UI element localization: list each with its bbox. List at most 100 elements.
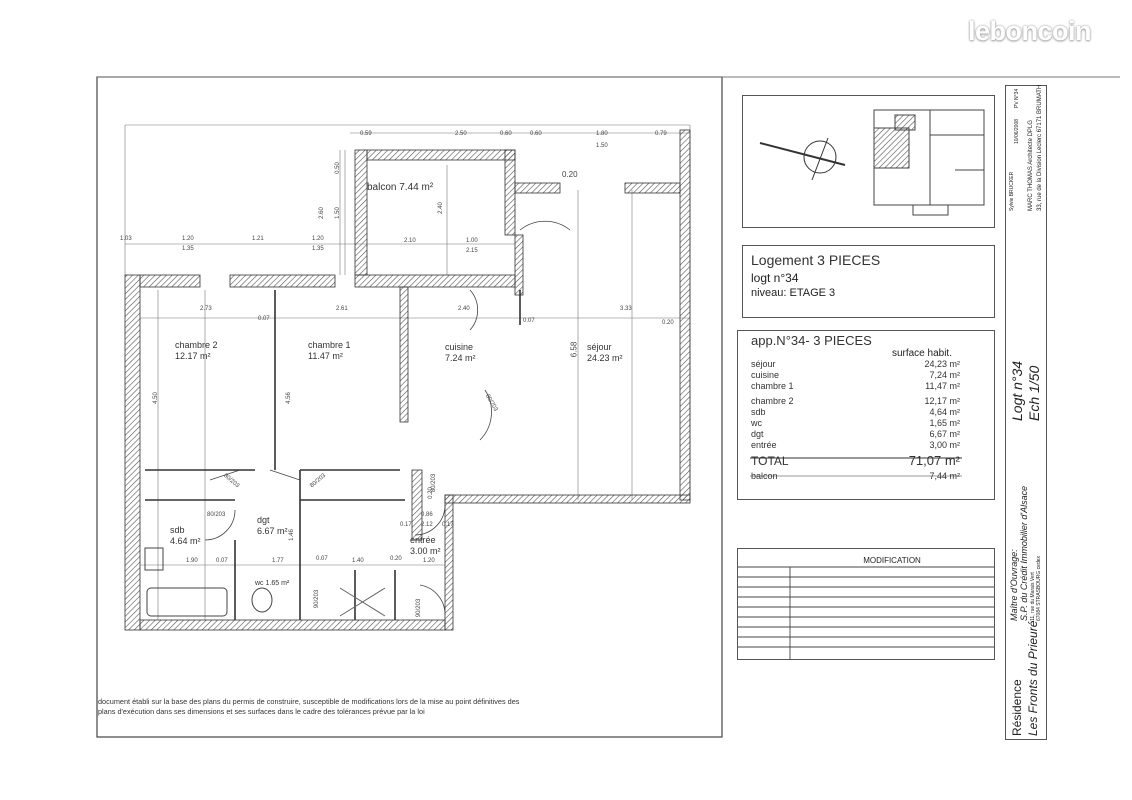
dimension: 0.60 xyxy=(500,131,512,137)
dimension: 1.21 xyxy=(252,236,264,242)
room-sdb-area: 4.64 m² xyxy=(170,536,201,546)
logement-box: Logement 3 PIECES logt n°34 niveau: ETAG… xyxy=(742,245,995,318)
dimension: 2.10 xyxy=(404,238,416,244)
total-row: TOTAL 71,07 m² xyxy=(751,453,960,469)
row-label: entrée xyxy=(751,440,777,450)
leboncoin-logo: leboncoin xyxy=(968,16,1092,46)
scale: Ech 1/50 xyxy=(1026,365,1042,421)
architect-address: 33, rue de la Division Leclerc 67171 BRU… xyxy=(1037,84,1043,211)
dimension: 0.60 xyxy=(530,131,542,137)
dimension: 1.46 xyxy=(288,529,295,541)
room-sejour-area: 24.23 m² xyxy=(587,353,623,363)
modification-title: MODIFICATION xyxy=(863,556,921,565)
room-chambre-1-area: 11.47 m² xyxy=(308,351,343,361)
dimension: 0.07 xyxy=(258,316,270,322)
total-value: 71,07 m² xyxy=(908,453,960,468)
dimension: 0.17 xyxy=(442,522,454,528)
dimension: 1.40 xyxy=(352,558,364,564)
room-chambre-2-area: 12.17 m² xyxy=(175,351,211,361)
dimension: 1.35 xyxy=(312,246,324,252)
maitre-address-2: 67084 STRASBOURG cedex xyxy=(1036,555,1042,621)
architect-name: Sylvie BRUCKER xyxy=(1009,171,1015,211)
maitre-name: S.P. du Crédit Immobilier d'Alsace xyxy=(1019,485,1029,621)
room-cuisine-area: 7.24 m² xyxy=(445,353,476,363)
logt-number: Logt n°34 xyxy=(1009,360,1025,421)
dimension: 0.50 xyxy=(334,162,341,174)
door-label: 90/203 xyxy=(314,589,321,609)
dimension: 2.40 xyxy=(458,306,470,312)
dimension: 1.00 xyxy=(466,238,478,244)
dimension: 1.20 xyxy=(423,558,435,564)
sheet-frame xyxy=(96,76,723,738)
dimension: 4.50 xyxy=(152,392,159,404)
room-sejour-name: séjour xyxy=(587,342,612,352)
table-row: chambre 2 12,17 m² xyxy=(751,396,960,407)
footer-note-line-2: plans d'exécution dans ses dimensions et… xyxy=(98,707,425,716)
architect-firm: MARC THOMAS Architecte DPLG xyxy=(1028,120,1034,211)
total-label: TOTAL xyxy=(751,454,789,468)
dimension: 1.50 xyxy=(596,143,608,149)
balcon-row: balcon 7,44 m² xyxy=(751,471,960,482)
row-value: 1,65 m² xyxy=(929,418,960,428)
dimension: 0.20 xyxy=(562,170,578,179)
dimension: 2.40 xyxy=(437,202,444,214)
dimension: 0.07 xyxy=(216,558,228,564)
room-wc: wc 1.65 m² xyxy=(255,580,290,587)
modification-box: MODIFICATION xyxy=(737,548,995,660)
dimension: 0.20 xyxy=(662,320,674,326)
dimension: 0.07 xyxy=(523,318,535,324)
table-title: app.N°34- 3 PIECES xyxy=(751,333,872,348)
row-value: 12,17 m² xyxy=(924,396,960,406)
room-balcon: balcon 7.44 m² xyxy=(367,182,434,193)
door-label: 80/203 xyxy=(207,512,226,518)
dimension: 1.03 xyxy=(120,236,132,242)
compass-icon xyxy=(759,137,846,181)
row-label: cuisine xyxy=(751,370,780,380)
dimension: 0.79 xyxy=(655,131,667,137)
maitre-label: Maître d'Ouvrage: xyxy=(1009,549,1019,621)
dimension: 2.15 xyxy=(466,248,478,254)
dimension: 3.33 xyxy=(620,306,632,312)
residence-label: Résidence xyxy=(1010,679,1024,736)
room-chambre-1-name: chambre 1 xyxy=(308,340,351,350)
dimension: 1.90 xyxy=(186,558,198,564)
row-label: chambre 2 xyxy=(751,396,794,406)
footer-note-line-1: document établi sur la base des plans du… xyxy=(98,697,520,706)
room-dgt-area: 6.67 m² xyxy=(257,526,288,536)
dimension: 4.56 xyxy=(285,392,292,404)
row-value: 3,00 m² xyxy=(929,440,960,450)
room-entree-name: entrée xyxy=(410,535,436,545)
row-label: dgt xyxy=(751,429,764,439)
dimension: 1.50 xyxy=(334,207,341,219)
dimension: 2.12 xyxy=(421,522,433,528)
plan-number: PV N°34 xyxy=(1014,88,1020,108)
dimension: 1.35 xyxy=(182,246,194,252)
balcon-label: balcon xyxy=(751,471,778,481)
site-plan-thumbnail xyxy=(873,109,985,216)
room-chambre-2-name: chambre 2 xyxy=(175,340,218,350)
dimension: 0.59 xyxy=(360,131,372,137)
door-label: 90/203 xyxy=(416,598,423,618)
dimension: 2.60 xyxy=(318,207,325,219)
row-value: 11,47 m² xyxy=(925,381,960,391)
dimension: 6.58 xyxy=(569,341,579,358)
room-entree-area: 3.00 m² xyxy=(410,546,441,556)
room-dgt-name: dgt xyxy=(257,515,270,525)
row-label: sdb xyxy=(751,407,766,417)
residence-name: Les Fronts du Prieuré xyxy=(1026,620,1040,736)
dimension: 0.86 xyxy=(421,512,433,518)
dimension: 0.17 xyxy=(400,522,412,528)
balcon-value: 7,44 m² xyxy=(929,471,960,481)
dimension: 0.07 xyxy=(316,556,328,562)
dimension: 2.61 xyxy=(336,306,348,312)
door-label: 80/203 xyxy=(431,473,438,493)
plan-date: 10/06/2008 xyxy=(1014,118,1020,144)
title-block: Résidence Les Fronts du Prieuré Maître d… xyxy=(1005,85,1047,740)
orientation-box xyxy=(742,95,995,228)
logement-number: logt n°34 xyxy=(751,271,799,285)
